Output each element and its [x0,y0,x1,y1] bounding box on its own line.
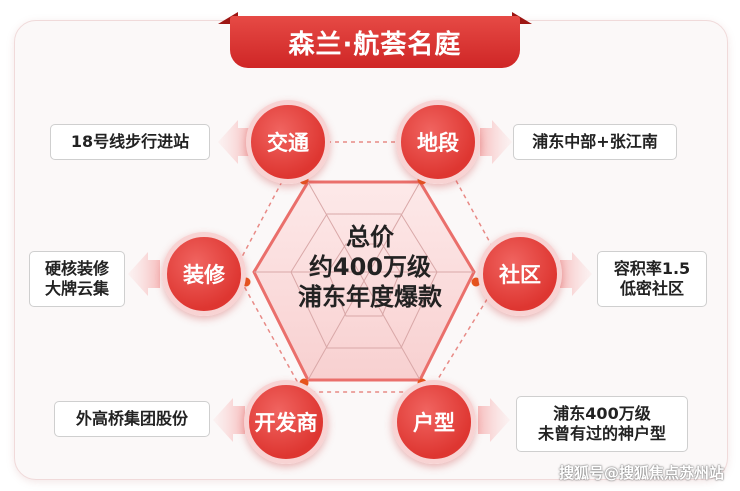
tag-decoration: 硬核装修 大牌云集 [29,251,125,307]
tag-traffic: 18号线步行进站 [50,124,210,160]
node-location: 地段 [396,100,480,184]
tag-community: 容积率1.5 低密社区 [597,251,707,307]
pointer-arrows [128,120,592,442]
center-price-text: 总价 约400万级 浦东年度爆款 [270,222,470,312]
center-line-3: 浦东年度爆款 [298,283,442,311]
watermark: 搜狐号@搜狐焦点苏州站 [558,464,724,482]
arrow-developer [213,398,245,442]
title-banner: 森兰·航荟名庭 [218,8,532,68]
tag-community-line-1: 容积率1.5 [613,259,691,278]
tag-unit-type-line-2: 未曾有过的神户型 [537,424,666,443]
tag-location-line-1: 浦东中部+张江南 [532,132,658,151]
tag-traffic-line-1: 18号线步行进站 [70,132,190,151]
node-decoration: 装修 [162,232,246,316]
center-line-1: 总价 [346,223,394,251]
arrow-decoration [128,252,160,296]
node-traffic: 交通 [246,100,330,184]
node-developer: 开发商 [244,380,328,464]
hexagon-inner-web [254,181,474,381]
arrow-location [480,120,512,164]
tag-community-line-2: 低密社区 [619,279,684,298]
node-unit-type: 户型 [392,380,476,464]
tag-developer: 外高桥集团股份 [54,401,210,437]
tag-unit-type-line-1: 浦东400万级 [553,404,651,423]
arrow-community [560,252,592,296]
arrow-traffic [218,120,250,164]
center-line-2: 约400万级 [308,253,432,281]
node-community: 社区 [478,232,562,316]
page-title: 森兰·航荟名庭 [230,16,520,68]
tag-location: 浦东中部+张江南 [513,124,677,160]
tag-decoration-line-1: 硬核装修 [44,259,109,278]
tag-unit-type: 浦东400万级 未曾有过的神户型 [516,396,688,452]
tag-developer-line-1: 外高桥集团股份 [75,409,188,428]
tag-decoration-line-2: 大牌云集 [44,279,109,298]
arrow-unit-type [478,398,510,442]
